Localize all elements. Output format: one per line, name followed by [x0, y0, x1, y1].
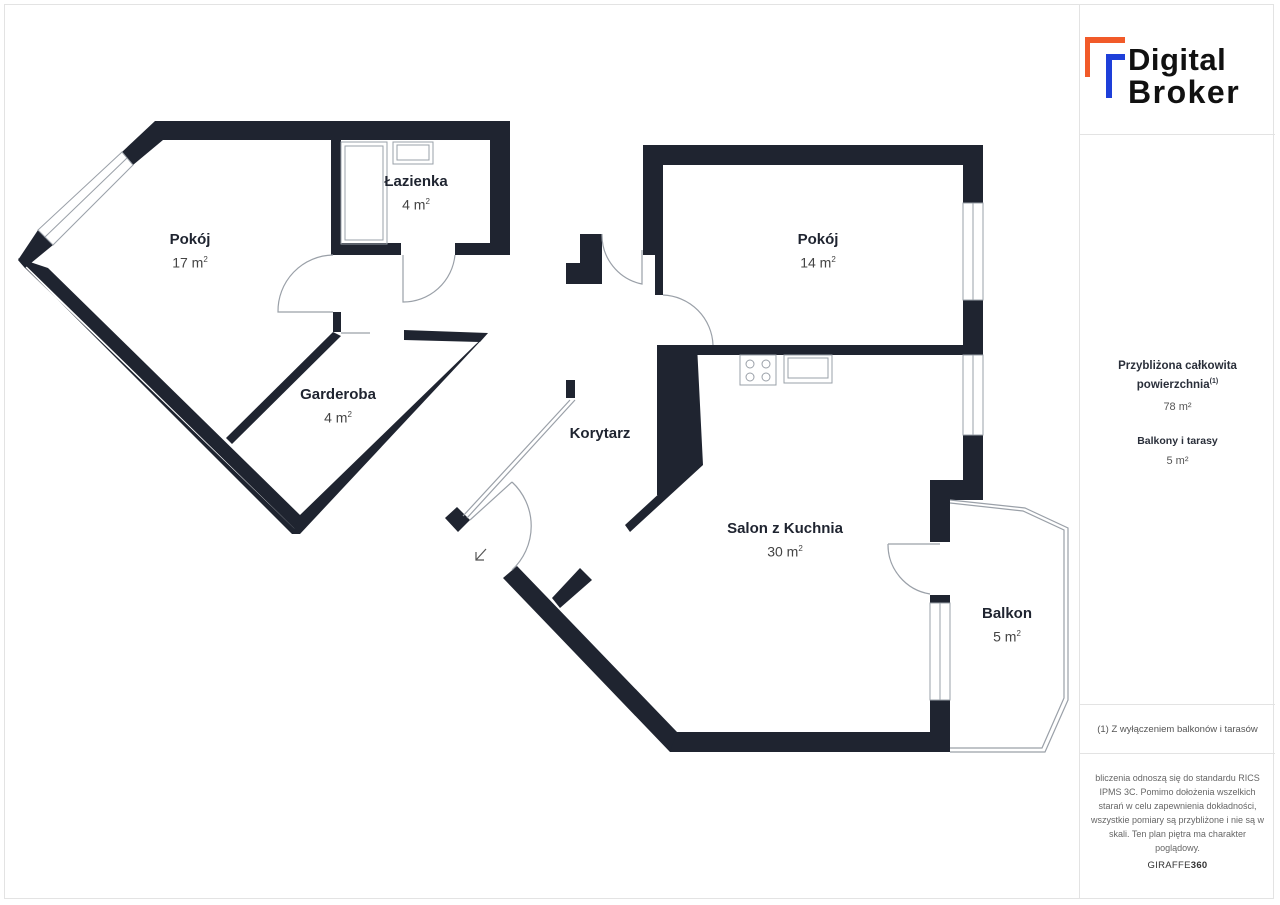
room-area: 4 m2 — [324, 409, 352, 426]
balcony-outline — [949, 499, 1069, 753]
balcony-area-value: 5 m² — [1166, 454, 1189, 467]
wall-right-left — [643, 145, 663, 255]
stove — [739, 354, 777, 386]
wall-bottom — [670, 732, 950, 752]
logo-word-digital: Digital — [1128, 42, 1227, 77]
wall-balcony-left-b — [930, 595, 950, 603]
logo-mark-icon — [1085, 37, 1125, 98]
room-label-balkon: Balkon 5 m2 — [982, 604, 1032, 647]
wall-bath-right — [490, 121, 510, 255]
room-label-pokoj-1: Pokój 17 m2 — [170, 230, 211, 273]
page-frame — [4, 4, 1274, 899]
room-area: 14 m2 — [800, 254, 836, 271]
info-sidebar: Digital Broker Przybliżona całkowita pow… — [1079, 4, 1275, 899]
wall-bath-bottom-left — [331, 243, 401, 255]
wall-salon-diagonal — [503, 566, 677, 752]
wall-gard-left — [226, 332, 341, 444]
wall-salon-core-left — [657, 345, 665, 495]
door-corridor — [601, 233, 643, 285]
sink — [392, 141, 434, 165]
area-summary: Przybliżona całkowita powierzchnia(1) 78… — [1080, 359, 1275, 467]
room-label-korytarz: Korytarz — [570, 424, 631, 444]
room-name: Pokój — [797, 231, 839, 248]
wall-left-top — [122, 121, 510, 165]
wall-corridor-stub — [566, 234, 602, 284]
room-label-garderoba: Garderoba 4 m2 — [300, 385, 376, 428]
wall-left-bottom-a — [18, 258, 300, 534]
floor-plan — [18, 121, 1069, 753]
room-name: Balkon — [981, 605, 1033, 622]
wall-left-diagonal-top — [18, 230, 53, 268]
wall-gard-top — [404, 330, 488, 342]
logo-word-broker: Broker — [1128, 74, 1241, 110]
sliding-door — [462, 399, 571, 517]
giraffe360-credit: GIRAFFE360 — [1147, 860, 1208, 871]
room-area: 17 m2 — [172, 254, 208, 271]
wall-mid — [663, 345, 983, 355]
wall-corridor-post — [566, 380, 575, 398]
room-label-pokoj-2: Pokój 14 m2 — [798, 230, 839, 273]
door-entry — [511, 481, 532, 571]
wall-left-bottom-b — [292, 333, 488, 534]
room-name: Garderoba — [300, 386, 376, 403]
wall-right-left2 — [655, 255, 663, 295]
room-area: 5 m2 — [993, 628, 1021, 645]
door-balcony — [887, 543, 931, 595]
room-area: 4 m2 — [402, 196, 430, 213]
wall-bath-bottom — [455, 243, 510, 255]
room-area: 30 m2 — [767, 543, 803, 560]
wall-entry-post — [445, 507, 470, 532]
wall-left-outer — [18, 260, 300, 534]
wall-right-outer-a — [963, 145, 983, 203]
door-pokoj-right — [662, 294, 714, 346]
wall-right-top — [643, 145, 983, 165]
balcony-area-title: Balkony i tarasy — [1137, 434, 1218, 447]
wall-right-outer-b — [963, 300, 983, 355]
room-name: Salon z Kuchnia — [727, 520, 843, 537]
room-name: Korytarz — [569, 425, 631, 442]
room-name: Pokój — [169, 231, 211, 248]
total-area-title: Przybliżona całkowita powierzchnia(1) — [1118, 360, 1237, 391]
wall-gard-post — [333, 312, 341, 332]
wall-salon-stub — [552, 568, 592, 608]
total-area-value: 78 m² — [1163, 400, 1192, 413]
bathtub — [340, 141, 388, 245]
footnote: (1) Z wyłączeniem balkonów i tarasów — [1080, 704, 1275, 754]
door-pokoj-left — [277, 254, 334, 313]
entrance-arrow — [475, 548, 487, 561]
room-label-lazienka: Łazienka 4 m2 — [384, 172, 447, 215]
disclaimer-text: bliczenia odnoszą się do standardu RICS … — [1090, 773, 1265, 853]
brand-logo: Digital Broker — [1080, 4, 1275, 135]
kitchen-sink — [783, 354, 833, 384]
room-name: Łazienka — [384, 173, 448, 190]
wall-bath-left — [331, 140, 341, 255]
wall-balcony-post — [930, 480, 950, 542]
room-label-salon: Salon z Kuchnia 30 m2 — [727, 519, 843, 562]
door-lazienka — [402, 254, 456, 303]
